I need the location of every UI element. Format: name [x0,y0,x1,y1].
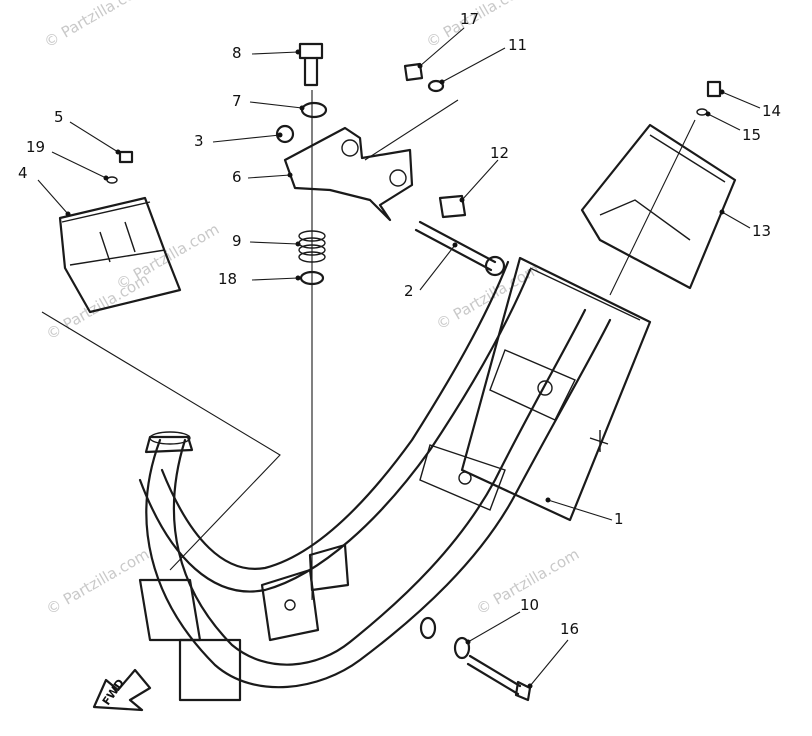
washer-15 [696,108,708,116]
callout-16: 16 [560,620,579,638]
callout-15: 15 [742,126,761,144]
alignment-lines [41,90,696,600]
callout-4: 4 [18,164,28,182]
collar-12 [438,194,467,219]
cover-13 [580,123,737,290]
fwd-label: FWD [100,677,127,708]
screw-14 [706,80,722,98]
callout-19: 19 [26,138,45,156]
callout-1: 1 [614,510,624,528]
callout-2: 2 [404,282,414,300]
watermark: © Partzilla.com [41,0,150,51]
washer-10b [453,636,471,660]
callout-3: 3 [194,132,204,150]
washer-11 [427,79,445,93]
callout-11: 11 [508,36,527,54]
callout-10: 10 [520,596,539,614]
main-frame [138,256,652,702]
callout-6: 6 [232,168,242,186]
mount-bracket [283,126,414,222]
washer-19 [106,176,118,184]
callout-17: 17 [460,10,479,28]
nut-3 [275,124,295,144]
forward-direction-marker: FWD [92,668,152,712]
callout-7: 7 [232,92,242,110]
bolt-16 [466,654,532,702]
callout-12: 12 [490,144,509,162]
screw-5 [118,150,134,164]
callout-8: 8 [232,44,242,62]
callout-18: 18 [218,270,237,288]
watermark: © Partzilla.com [43,545,152,618]
callout-9: 9 [232,232,242,250]
washer-7 [300,101,328,119]
nut-17 [403,62,424,82]
callout-13: 13 [752,222,771,240]
callout-14: 14 [762,102,781,120]
battery-box [58,196,182,314]
long-bolt [414,220,506,277]
bolt-8 [298,42,324,87]
collar-10 [419,616,437,640]
callouts: 1 2 3 4 5 6 7 8 9 10 [18,10,781,689]
callout-5: 5 [54,108,64,126]
